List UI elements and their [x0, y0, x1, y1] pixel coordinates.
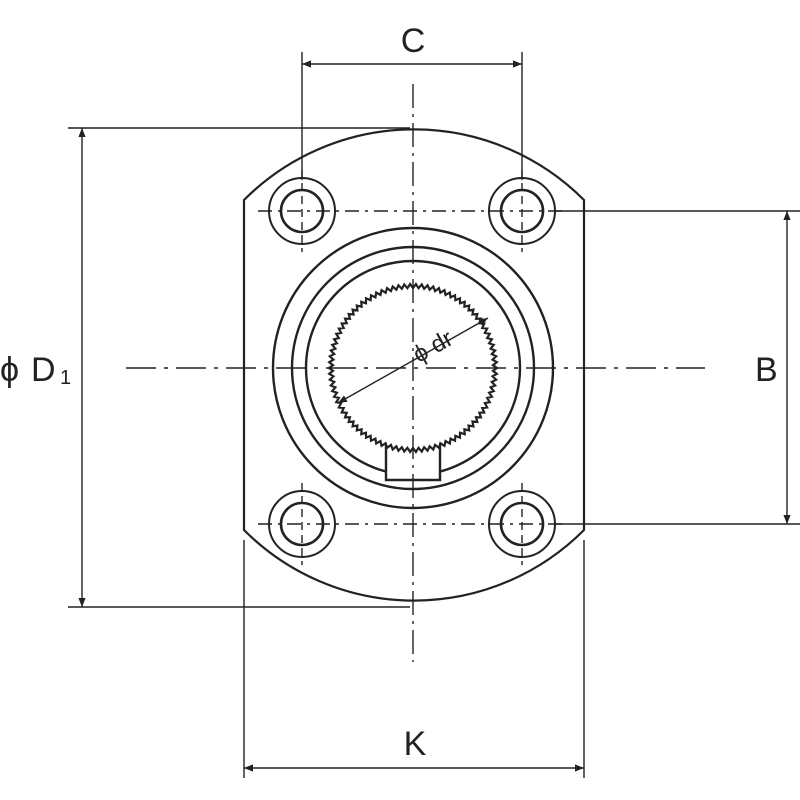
label-b: B [755, 351, 778, 389]
dim-dr-line [337, 317, 489, 404]
dimension-lines [78, 60, 791, 772]
label-k: K [404, 725, 427, 763]
label-d1-subscript: 1 [60, 367, 71, 389]
label-c: C [401, 22, 426, 60]
label-d1-phi: ϕ [0, 351, 19, 389]
label-d1-letter: D [31, 351, 56, 389]
label-d1: ϕ D 1 [0, 351, 71, 389]
extension-lines [68, 52, 800, 778]
